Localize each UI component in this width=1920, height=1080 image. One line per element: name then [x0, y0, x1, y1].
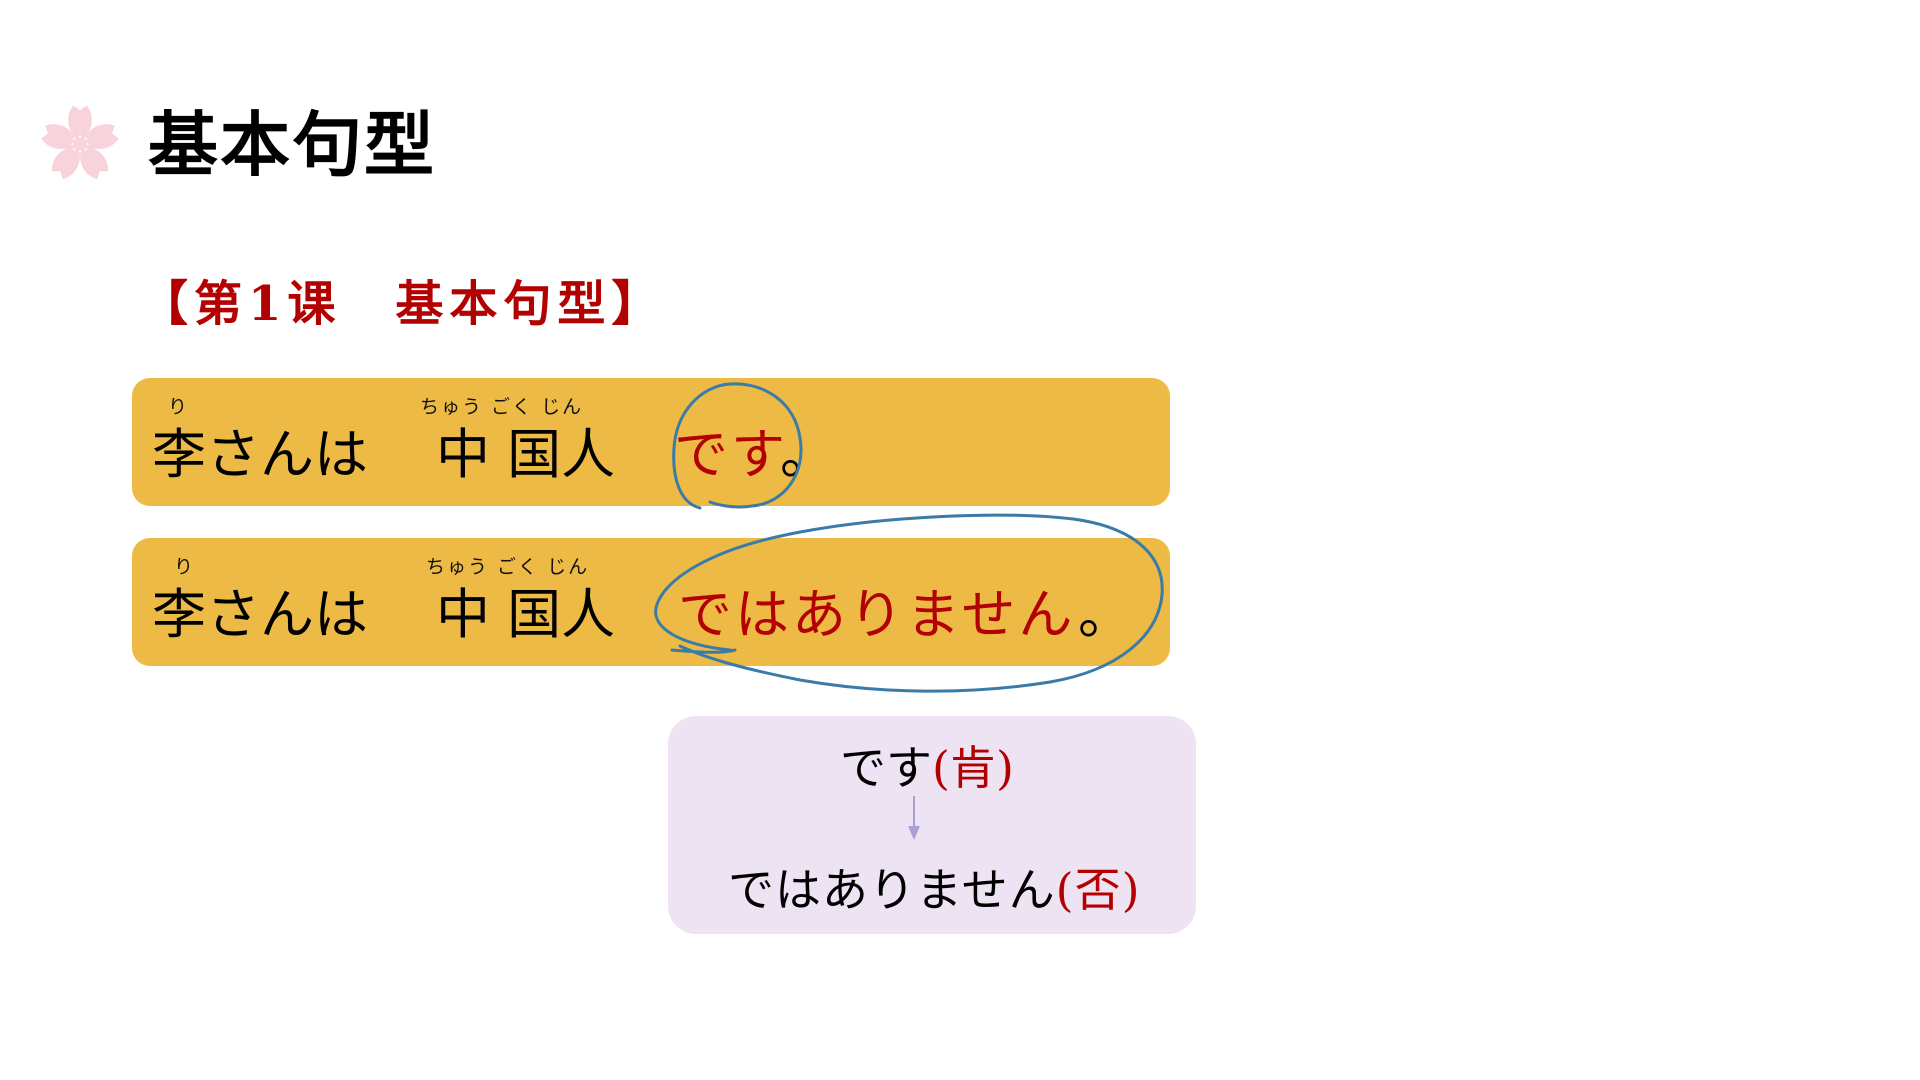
period: 。	[1078, 583, 1132, 646]
furigana-chuugokujin: ちゅう ごく じん	[420, 396, 584, 418]
sentence-box-negative: り 李さんは ちゅう ごく じん 中 国人 ではありません 。	[132, 538, 1170, 666]
period: 。	[780, 423, 834, 486]
predicate-text: ではありません	[678, 583, 1076, 646]
page-title: 基本句型	[148, 104, 436, 186]
summary-box: です(肯) ではありません(否)	[668, 716, 1196, 934]
furigana-ri: り	[174, 556, 196, 578]
affirmative-form: です	[840, 741, 932, 795]
affirmative-line: です(肯)	[840, 740, 1014, 796]
negative-line: ではありません(否)	[728, 862, 1141, 918]
subject-text: 李さんは	[152, 583, 368, 646]
sentence-box-affirmative: り 李さんは ちゅう ごく じん 中 国人 です 。	[132, 378, 1170, 506]
predicate-text: です	[674, 423, 788, 486]
cherry-blossom-icon	[41, 105, 119, 180]
affirmative-label: (肯)	[932, 741, 1014, 795]
noun-text: 中 国人	[436, 423, 616, 486]
furigana-ri: り	[168, 396, 190, 418]
arrow-down-icon	[908, 796, 920, 840]
furigana-chuugokujin: ちゅう ごく じん	[426, 556, 590, 578]
negative-label: (否)	[1055, 863, 1141, 917]
noun-text: 中 国人	[436, 583, 616, 646]
negative-form: ではありません	[728, 863, 1056, 917]
subject-text: 李さんは	[152, 423, 368, 486]
lesson-heading: 【第1课 基本句型】	[140, 276, 666, 332]
